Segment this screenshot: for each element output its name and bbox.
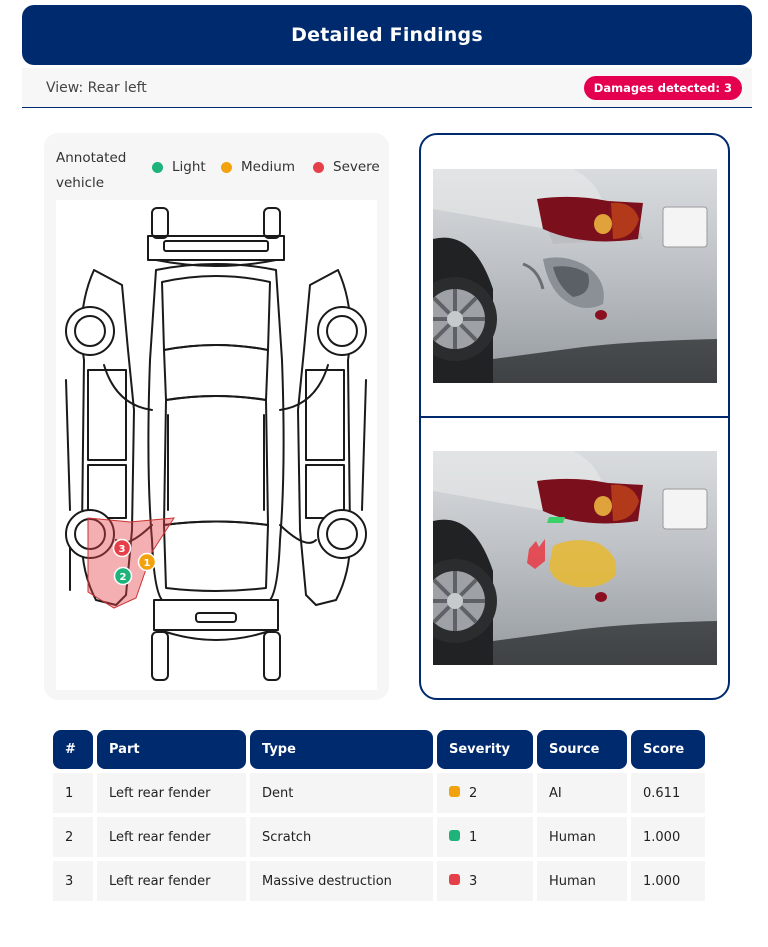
cell-source: Human <box>537 817 627 857</box>
cell-severity: 3 <box>437 861 533 901</box>
cell-score: 0.611 <box>631 773 705 813</box>
table-row: 2 Left rear fender Scratch 1 Human 1.000 <box>53 817 705 857</box>
legend-label-light: Light <box>172 159 206 175</box>
photos-divider <box>421 416 728 418</box>
cell-source: AI <box>537 773 627 813</box>
cell-type: Massive destruction <box>250 861 433 901</box>
severity-dot <box>449 785 460 797</box>
cell-score: 1.000 <box>631 861 705 901</box>
vehicle-diagram-svg: 3 1 2 <box>65 207 367 681</box>
cell-part: Left rear fender <box>97 861 246 901</box>
severity-value: 3 <box>469 873 478 889</box>
severity-value: 1 <box>469 829 478 845</box>
col-header-type: Type <box>250 730 433 769</box>
legend-title: Annotated vehicle <box>56 150 127 191</box>
photos-panel <box>413 133 730 700</box>
severity-dot <box>449 829 460 841</box>
legend-item-light: Light <box>152 159 206 175</box>
col-header-severity: Severity <box>437 730 533 769</box>
cell-num: 3 <box>53 861 93 901</box>
table-row: 3 Left rear fender Massive destruction 3… <box>53 861 705 901</box>
legend-label-medium: Medium <box>241 159 295 175</box>
view-label: View: Rear left <box>46 79 147 96</box>
cell-part: Left rear fender <box>97 773 246 813</box>
cell-num: 1 <box>53 773 93 813</box>
page-title: Detailed Findings <box>22 5 752 65</box>
damage-marker-3: 3 <box>112 538 132 558</box>
view-bar: View: Rear left Damages detected: 3 <box>22 68 752 108</box>
cell-score: 1.000 <box>631 817 705 857</box>
page-title-text: Detailed Findings <box>291 24 483 46</box>
cell-source: Human <box>537 861 627 901</box>
legend-dot-severe <box>313 161 324 173</box>
vehicle-diagram: 3 1 2 <box>56 200 377 690</box>
severity-value: 2 <box>469 785 478 801</box>
findings-table: # Part Type Severity Source Score 1 Left… <box>49 726 709 905</box>
marker-3-label: 3 <box>119 544 126 555</box>
cell-severity: 2 <box>437 773 533 813</box>
damages-badge: Damages detected: 3 <box>583 75 742 100</box>
cell-severity: 1 <box>437 817 533 857</box>
marker-2-label: 2 <box>120 572 127 583</box>
col-header-score: Score <box>631 730 705 769</box>
scratch-overlay <box>547 517 565 523</box>
cell-num: 2 <box>53 817 93 857</box>
legend-dot-light <box>152 161 163 173</box>
cell-part: Left rear fender <box>97 817 246 857</box>
cell-type: Scratch <box>250 817 433 857</box>
cell-type: Dent <box>250 773 433 813</box>
vehicle-photo-original <box>413 169 717 383</box>
legend-item-severe: Severe <box>313 159 380 175</box>
damage-marker-1: 1 <box>137 552 157 572</box>
severe-overlay <box>527 539 545 569</box>
car-photo-annotated-image <box>413 451 717 665</box>
dent-overlay <box>549 540 617 588</box>
severity-dot <box>449 873 460 885</box>
col-header-part: Part <box>97 730 246 769</box>
car-photo-image <box>413 169 717 383</box>
table-row: 1 Left rear fender Dent 2 AI 0.611 <box>53 773 705 813</box>
legend-item-medium: Medium <box>221 159 295 175</box>
damage-marker-2: 2 <box>113 566 133 586</box>
legend-dot-medium <box>221 161 232 173</box>
annotated-vehicle-panel: Annotated vehicle Light Medium Severe <box>44 133 389 700</box>
table-header-row: # Part Type Severity Source Score <box>53 730 705 769</box>
legend-label-severe: Severe <box>333 159 380 175</box>
col-header-num: # <box>53 730 93 769</box>
marker-1-label: 1 <box>144 558 151 569</box>
col-header-source: Source <box>537 730 627 769</box>
vehicle-photo-annotated <box>413 451 717 665</box>
